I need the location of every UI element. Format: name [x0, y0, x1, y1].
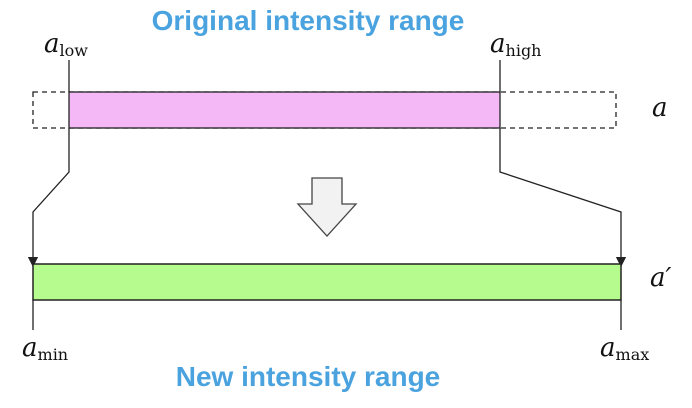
- a-high-label: ahigh: [490, 29, 541, 60]
- a-min-subscript: min: [38, 345, 69, 364]
- a-label: a: [652, 93, 668, 123]
- a-max-base: a: [600, 333, 616, 363]
- a-min-label: amin: [22, 333, 68, 364]
- down-arrow-icon: [296, 177, 358, 237]
- right-mapping-line: [499, 128, 627, 268]
- a-low-label: alow: [44, 29, 88, 60]
- a-max-label: amax: [600, 333, 649, 364]
- a-high-subscript: high: [506, 41, 542, 60]
- a-prime-label: a′: [650, 263, 672, 293]
- a-min-base: a: [22, 333, 38, 363]
- a-low-base: a: [44, 29, 60, 59]
- a-max-subscript: max: [616, 345, 650, 364]
- new-range-title: New intensity range: [176, 361, 441, 392]
- original-range-bar: [68, 91, 501, 129]
- new-range-bar: [32, 263, 622, 301]
- a-low-subscript: low: [60, 41, 89, 60]
- left-mapping-line: [27, 128, 70, 268]
- original-range-title: Original intensity range: [152, 5, 465, 36]
- a-high-base: a: [490, 29, 506, 59]
